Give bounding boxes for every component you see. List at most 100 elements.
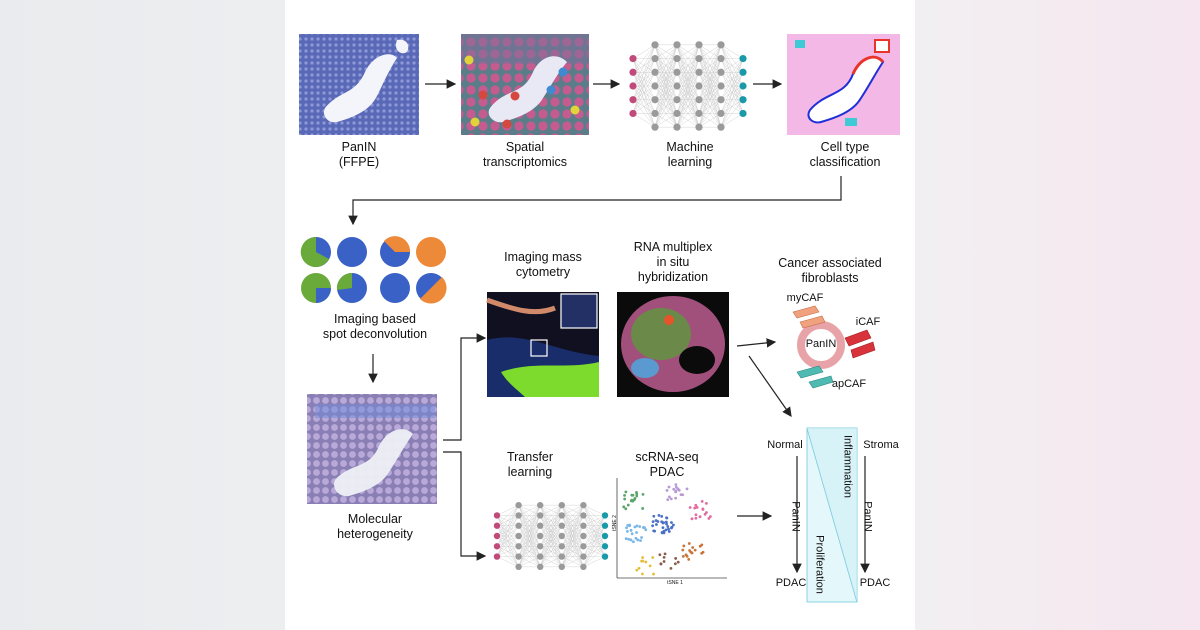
tsne-point <box>687 557 691 561</box>
ml-network-bottom <box>493 501 609 571</box>
tsne-point <box>627 537 631 541</box>
tsne-point <box>655 523 658 526</box>
label-mycaf: myCAF <box>786 292 824 304</box>
deconvolution-pies <box>300 236 447 304</box>
label-panin-left: PanIN <box>789 501 802 532</box>
tsne-point <box>667 527 670 531</box>
tsne-point <box>633 525 637 529</box>
label-pdac-right: PDAC <box>859 577 891 589</box>
tsne-plot <box>616 478 727 579</box>
tsne-point <box>624 537 628 541</box>
tsne-point <box>694 503 698 507</box>
tsne-point <box>640 536 643 539</box>
label-proliferation: Proliferation <box>813 535 826 594</box>
caf-diagram <box>792 305 876 389</box>
tsne-point <box>665 489 669 492</box>
tsne-point <box>665 516 669 520</box>
network-node <box>673 82 681 90</box>
network-node <box>651 68 659 76</box>
molecular-heterogeneity-image <box>307 394 437 504</box>
tsne-point <box>674 496 678 500</box>
network-node <box>493 522 501 529</box>
network-node <box>651 82 659 90</box>
network-node <box>673 96 681 104</box>
tsne-point <box>622 505 626 509</box>
network-node <box>673 109 681 118</box>
network-node <box>673 54 681 63</box>
tsne-point <box>700 551 704 555</box>
network-node <box>580 543 587 550</box>
arrow-celltype-to-deconvolution <box>348 176 842 226</box>
tsne-point <box>641 507 645 510</box>
network-node <box>717 54 725 63</box>
label-inflammation: Inflammation <box>841 435 854 498</box>
network-node <box>493 512 501 519</box>
network-node <box>601 512 609 519</box>
tsne-point <box>630 493 634 497</box>
tsne-point <box>690 517 694 521</box>
ml-network-top <box>629 41 747 131</box>
tsne-point <box>632 498 636 502</box>
tsne-point <box>638 525 642 528</box>
network-node <box>651 54 659 63</box>
tsne-point <box>700 500 704 503</box>
tsne-point <box>700 543 704 547</box>
tsne-point <box>641 572 644 576</box>
network-node <box>673 123 681 131</box>
tsne-point <box>664 528 668 532</box>
network-node <box>493 553 501 560</box>
network-node <box>601 543 609 550</box>
network-node <box>717 68 725 76</box>
network-node <box>629 68 637 76</box>
tsne-point <box>629 528 633 532</box>
network-node <box>558 522 565 529</box>
network-node <box>515 532 522 540</box>
network-node <box>673 41 681 49</box>
tsne-point <box>653 529 657 533</box>
tsne-point <box>662 555 666 559</box>
tsne-point <box>644 560 648 564</box>
imaging-mass-cytometry-image <box>486 292 599 397</box>
tsne-point <box>666 525 670 528</box>
tsne-point <box>672 523 675 527</box>
network-node <box>537 553 544 560</box>
label-panin: PanIN(FFPE) <box>338 140 380 169</box>
tsne-point <box>641 526 645 529</box>
tsne-point <box>672 487 676 491</box>
tsne-point <box>701 508 705 511</box>
tsne-point <box>695 506 699 509</box>
network-node <box>629 109 637 118</box>
tsne-point <box>661 521 665 525</box>
tsne-point <box>667 485 671 489</box>
network-node <box>695 41 703 49</box>
network-node <box>580 553 587 560</box>
network-node <box>537 512 544 519</box>
tsne-point <box>628 523 632 527</box>
network-node <box>601 532 609 540</box>
network-node <box>558 563 565 571</box>
tsne-y-axis-label: tSNE 2 <box>612 515 618 531</box>
tsne-point <box>674 489 678 493</box>
tsne-point <box>624 490 628 494</box>
label-stroma: Stroma <box>863 439 899 451</box>
network-node <box>601 522 609 529</box>
network-node <box>629 54 637 63</box>
tsne-point <box>626 530 629 533</box>
arrow-to-imc <box>443 333 487 441</box>
network-node <box>629 82 637 90</box>
network-node <box>695 68 703 76</box>
tsne-point <box>694 516 698 520</box>
network-node <box>537 563 544 571</box>
tsne-point <box>636 538 640 542</box>
tsne-point <box>629 499 633 503</box>
tsne-point <box>661 526 665 530</box>
rna-ish-image <box>617 292 729 397</box>
tsne-point <box>634 536 638 540</box>
tsne-point <box>667 495 671 499</box>
network-node <box>739 54 747 63</box>
tsne-point <box>670 521 673 524</box>
tsne-point <box>644 528 648 532</box>
tsne-point <box>662 560 666 563</box>
